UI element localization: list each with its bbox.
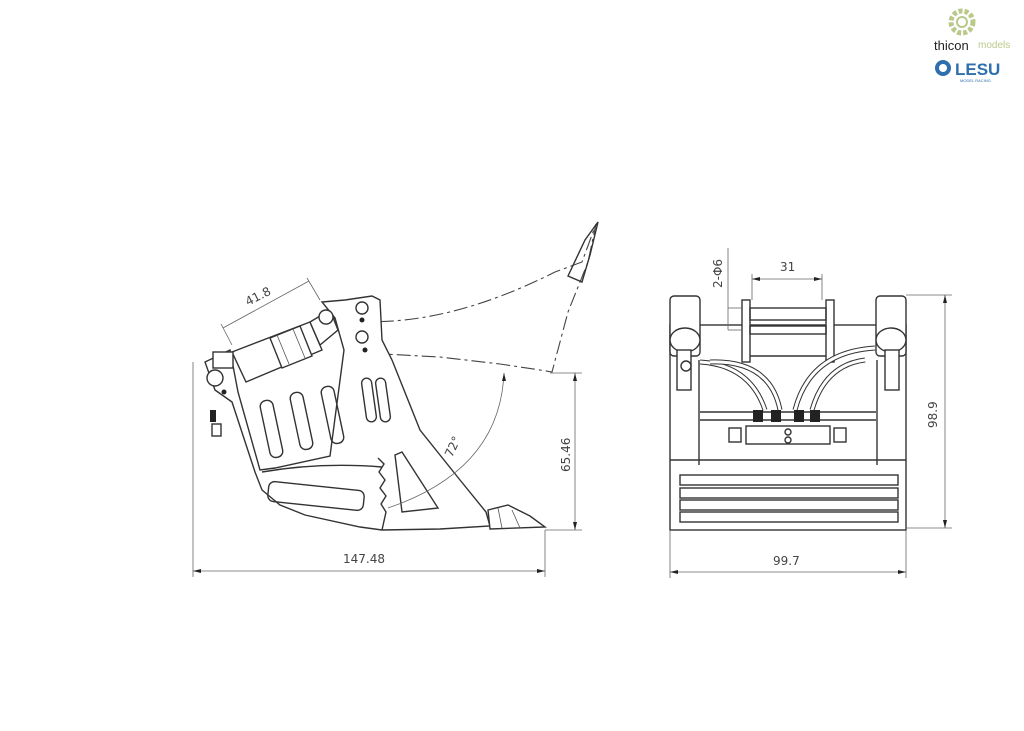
- side-view: 147.48 65.46 41.8 72°: [192, 221, 599, 577]
- dimension-label: 41.8: [243, 284, 273, 309]
- lesu-logo-sub: MODEL RACING: [960, 78, 991, 83]
- dimension-height-side: 65.46: [545, 372, 582, 531]
- hydraulic-manifold: [728, 410, 847, 445]
- dimension-label: 65.46: [559, 438, 573, 472]
- top-bracket: [741, 299, 835, 363]
- ripper-tooth: [487, 504, 548, 530]
- dimension-label: 31: [780, 260, 795, 274]
- dimension-pin-spacing: 31: [751, 260, 823, 300]
- front-view: 99.7 98.9 31 2-Φ6: [669, 248, 952, 578]
- thicon-logo-sub: models: [978, 40, 1010, 51]
- dimension-label: 98.9: [926, 401, 940, 428]
- hydraulic-hoses: [699, 345, 876, 411]
- dimension-hole-spec: 2-Φ6: [711, 248, 742, 331]
- side-hinges: [669, 295, 907, 465]
- lesu-logo: LESU MODEL RACING: [935, 60, 1000, 83]
- thicon-logo-text: thicon: [934, 38, 969, 53]
- lesu-logo-text: LESU: [955, 60, 1000, 79]
- dimension-label: 2-Φ6: [711, 259, 725, 288]
- bucket-body: [204, 295, 491, 531]
- thicon-logo: thicon models: [934, 8, 1010, 53]
- dimension-overall-width: 99.7: [669, 530, 907, 578]
- bottom-slats: [679, 474, 899, 523]
- body-slots: [259, 377, 440, 513]
- shank-edge: [377, 457, 387, 531]
- dimension-height-front: 98.9: [906, 294, 952, 529]
- dimension-overall-length: 147.48: [192, 362, 546, 577]
- ripper-tip-open: [567, 221, 599, 283]
- dimension-label: 99.7: [773, 554, 800, 568]
- dimension-label: 147.48: [343, 552, 385, 566]
- pivot-pins: [206, 301, 369, 437]
- dimension-label: 72°: [442, 434, 464, 459]
